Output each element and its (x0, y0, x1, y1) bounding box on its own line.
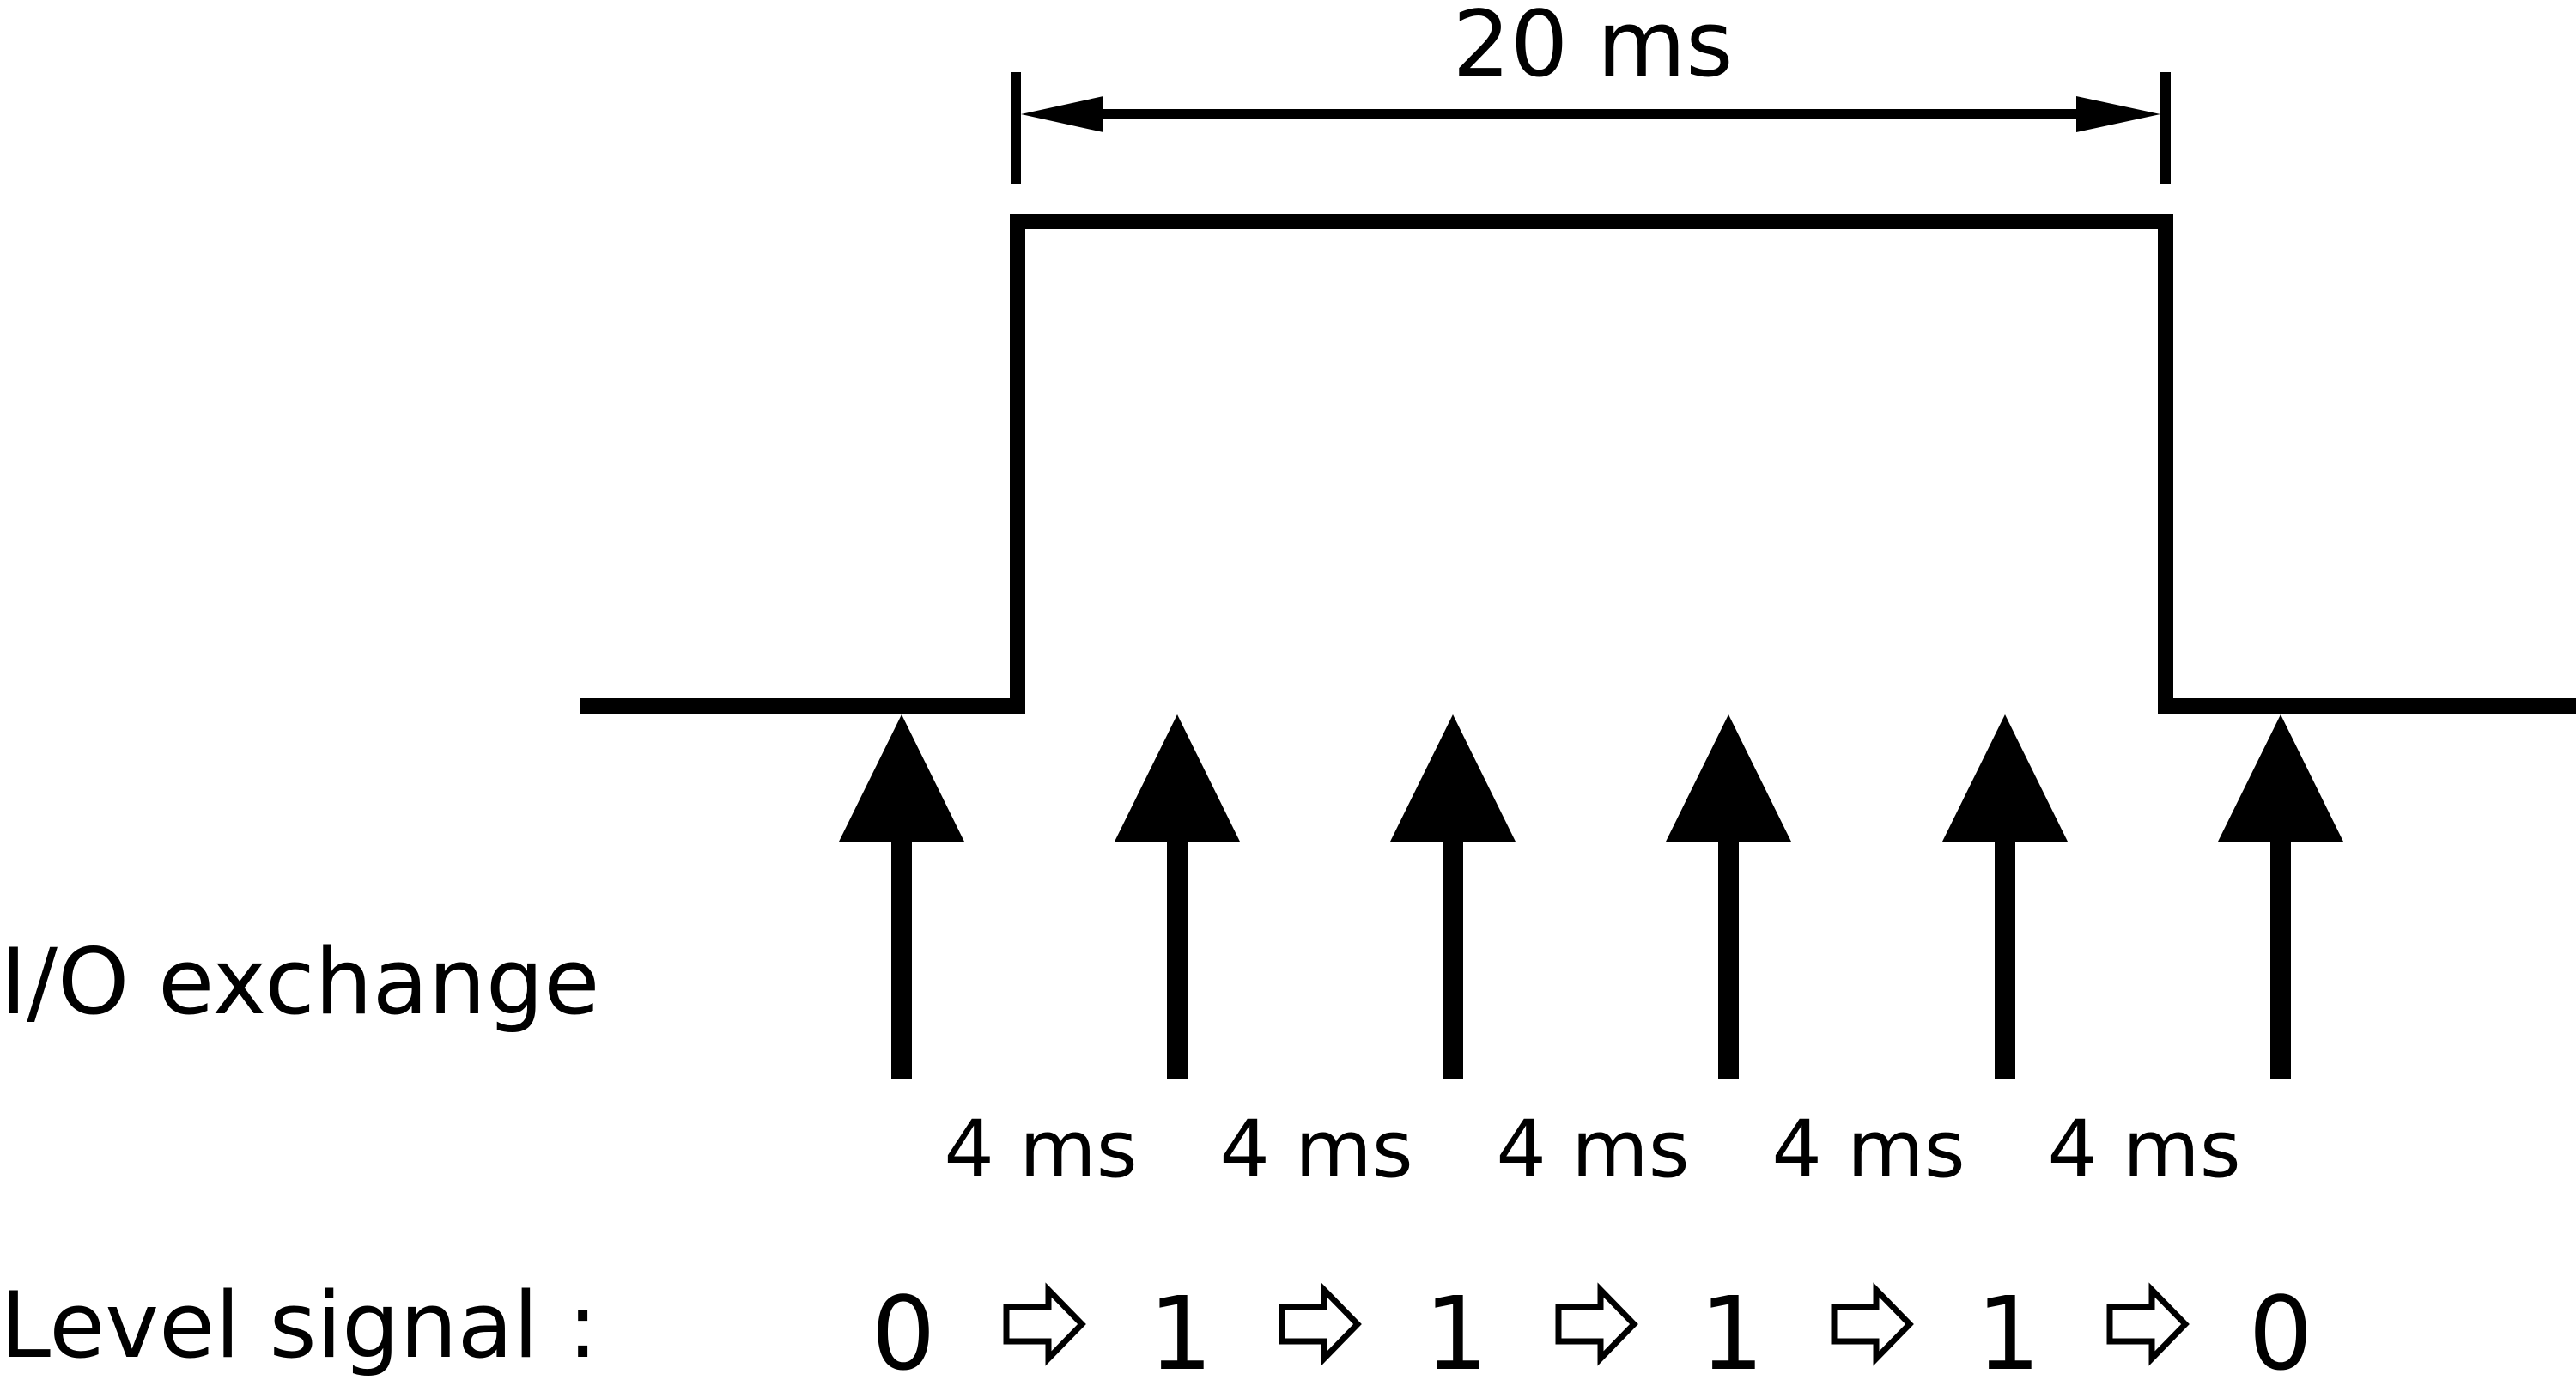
hollow-right-arrow-icon (1003, 1282, 1086, 1366)
hollow-right-arrow-icon (2106, 1282, 2190, 1366)
level-value: 1 (1976, 1274, 2040, 1380)
level-value: 1 (1699, 1274, 1764, 1380)
up-arrow-icon (839, 714, 964, 1079)
level-value: 1 (1424, 1274, 1488, 1380)
interval-label: 4 ms (2047, 1103, 2240, 1195)
up-arrow-icon (1115, 714, 1240, 1079)
dimension-arrowhead-right (2076, 96, 2160, 132)
interval-label: 4 ms (1496, 1103, 1689, 1195)
interval-label: 4 ms (1219, 1103, 1413, 1195)
up-arrow-icon (1390, 714, 1516, 1079)
level-transition-arrows (1003, 1282, 2190, 1366)
io-sample-arrows (839, 714, 2343, 1079)
pulse-duration-dimension (1011, 72, 2171, 184)
up-arrow-icon (1942, 714, 2068, 1079)
pulse-duration-label: 20 ms (1452, 0, 1733, 97)
dimension-arrowhead-left (1021, 96, 1103, 132)
interval-label: 4 ms (944, 1103, 1137, 1195)
up-arrow-icon (1666, 714, 1791, 1079)
signal-waveform (580, 214, 2576, 714)
level-value: 0 (871, 1274, 935, 1380)
hollow-right-arrow-icon (1555, 1282, 1638, 1366)
hollow-right-arrow-icon (1831, 1282, 1914, 1366)
hollow-right-arrow-icon (1279, 1282, 1362, 1366)
interval-label: 4 ms (1771, 1103, 1965, 1195)
level-value: 0 (2248, 1274, 2312, 1380)
io-exchange-label: I/O exchange (0, 929, 599, 1035)
level-value: 1 (1148, 1274, 1212, 1380)
level-signal-label: Level signal : (0, 1273, 598, 1378)
up-arrow-icon (2218, 714, 2343, 1079)
